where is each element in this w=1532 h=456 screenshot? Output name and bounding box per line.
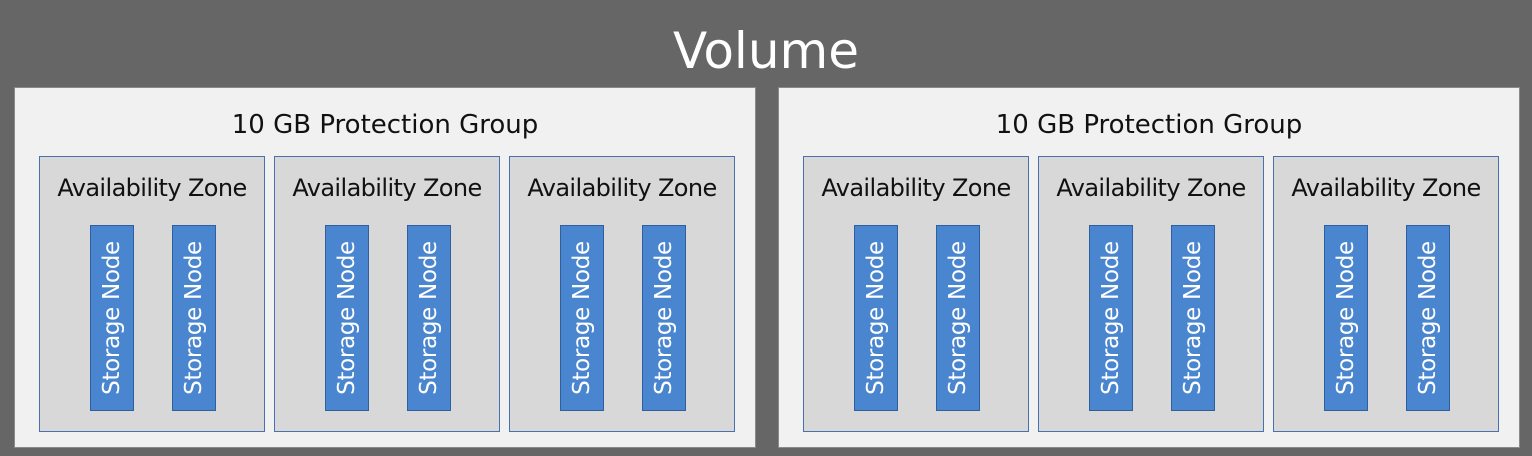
availability-zone: Availability Zone Storage Node Storage N… <box>1273 156 1499 432</box>
storage-node: Storage Node <box>1171 225 1215 411</box>
availability-zone-title: Availability Zone <box>292 174 482 202</box>
availability-zones: Availability Zone Storage Node Storage N… <box>803 156 1499 432</box>
storage-node: Storage Node <box>1324 225 1368 411</box>
storage-node-label: Storage Node <box>945 241 971 395</box>
availability-zone-title: Availability Zone <box>821 174 1011 202</box>
storage-node-label: Storage Node <box>651 241 677 395</box>
storage-node: Storage Node <box>560 225 604 411</box>
storage-node: Storage Node <box>90 225 134 411</box>
storage-node: Storage Node <box>936 225 980 411</box>
storage-node: Storage Node <box>325 225 369 411</box>
protection-group-title: 10 GB Protection Group <box>231 110 539 140</box>
storage-node: Storage Node <box>407 225 451 411</box>
availability-zone-title: Availability Zone <box>1291 174 1481 202</box>
storage-node-label: Storage Node <box>1415 241 1441 395</box>
storage-node-label: Storage Node <box>334 241 360 395</box>
availability-zone-title: Availability Zone <box>57 174 247 202</box>
storage-node-label: Storage Node <box>1333 241 1359 395</box>
storage-node-label: Storage Node <box>863 241 889 395</box>
storage-node: Storage Node <box>172 225 216 411</box>
storage-node: Storage Node <box>1406 225 1450 411</box>
storage-node: Storage Node <box>854 225 898 411</box>
storage-node-label: Storage Node <box>181 241 207 395</box>
volume-title: Volume <box>673 22 859 80</box>
storage-node-label: Storage Node <box>1180 241 1206 395</box>
storage-node-label: Storage Node <box>569 241 595 395</box>
protection-group-title: 10 GB Protection Group <box>995 110 1303 140</box>
availability-zone: Availability Zone Storage Node Storage N… <box>509 156 735 432</box>
protection-group: 10 GB Protection Group Availability Zone… <box>14 87 756 448</box>
storage-node-label: Storage Node <box>99 241 125 395</box>
availability-zone: Availability Zone Storage Node Storage N… <box>803 156 1029 432</box>
availability-zone: Availability Zone Storage Node Storage N… <box>1038 156 1264 432</box>
availability-zones: Availability Zone Storage Node Storage N… <box>39 156 735 432</box>
storage-node: Storage Node <box>642 225 686 411</box>
storage-node: Storage Node <box>1089 225 1133 411</box>
availability-zone-title: Availability Zone <box>527 174 717 202</box>
availability-zone: Availability Zone Storage Node Storage N… <box>39 156 265 432</box>
storage-node-label: Storage Node <box>1098 241 1124 395</box>
availability-zone-title: Availability Zone <box>1056 174 1246 202</box>
availability-zone: Availability Zone Storage Node Storage N… <box>274 156 500 432</box>
protection-group: 10 GB Protection Group Availability Zone… <box>778 87 1520 448</box>
storage-node-label: Storage Node <box>416 241 442 395</box>
